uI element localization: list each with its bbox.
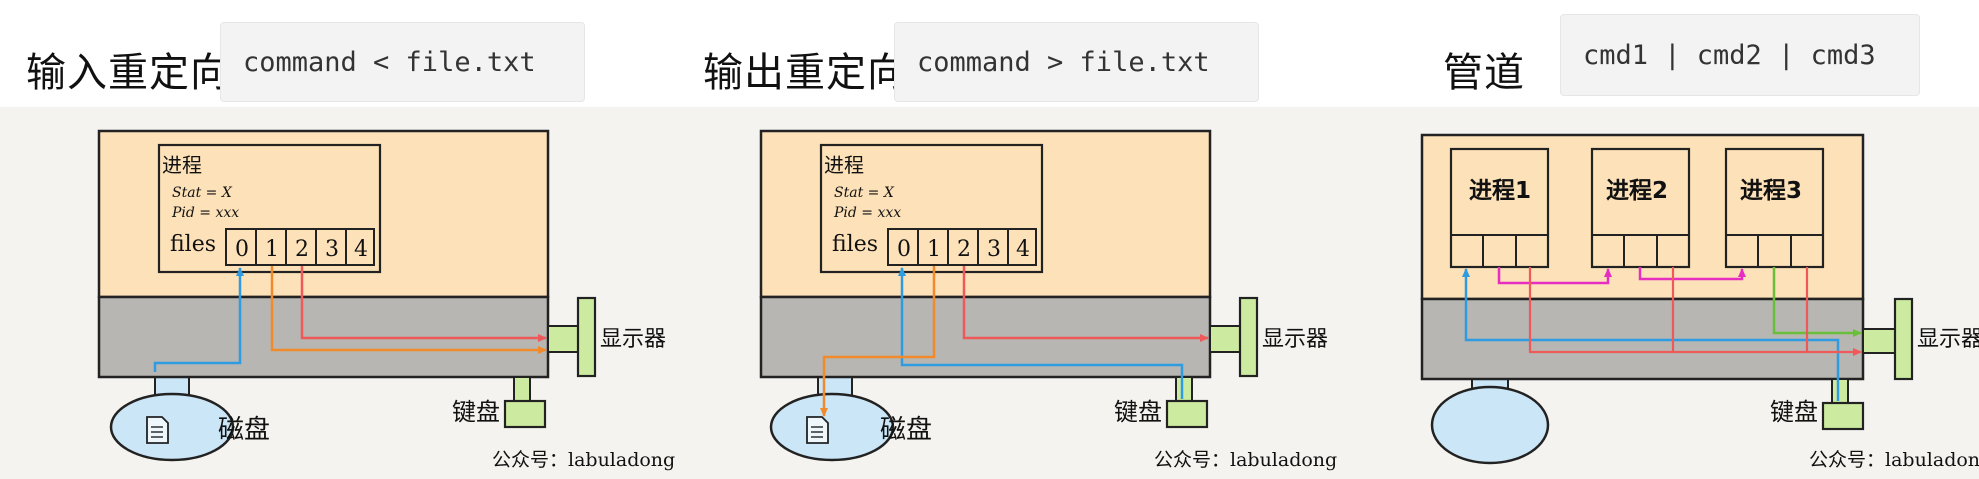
monitor-label: 显示器 bbox=[600, 327, 666, 352]
disk bbox=[109, 392, 235, 462]
keyboard-label: 键盘 bbox=[1770, 398, 1818, 426]
disk bbox=[769, 392, 895, 462]
fd-table: 0 1 2 3 4 bbox=[225, 228, 375, 266]
panel2-diagram: 磁盘 进程 Stat = X Pid = xxx files 0 1 2 3 4… bbox=[759, 129, 1337, 471]
monitor-label: 显示器 bbox=[1917, 327, 1979, 352]
panel1-diagram: 磁盘 进程 Stat = X Pid = xxx files 0 1 2 3 4… bbox=[97, 129, 675, 471]
panel1-code: command < file.txt bbox=[243, 46, 536, 78]
fd-slot-2 bbox=[285, 228, 317, 266]
process3-stdout-arrow bbox=[1772, 267, 1862, 337]
fd-slot-4 bbox=[345, 228, 375, 266]
stderr-to-monitor-arrow bbox=[962, 266, 1209, 342]
credit: 公众号：labuladong bbox=[1154, 449, 1337, 471]
stdout-to-monitor-arrow bbox=[270, 266, 547, 354]
monitor bbox=[576, 296, 597, 378]
fd-slot-0 bbox=[225, 228, 257, 266]
panel1-title: 输入重定向 bbox=[26, 50, 231, 96]
panel3-code-box: cmd1 | cmd2 | cmd3 bbox=[1560, 14, 1920, 96]
panel1-code-box: command < file.txt bbox=[220, 22, 585, 102]
panel3-diagram: 进程1 进程2 进程3 显示器 键盘 bbox=[1420, 133, 1979, 471]
panel3-code: cmd1 | cmd2 | cmd3 bbox=[1583, 39, 1876, 71]
credit: 公众号：labuladong bbox=[1809, 449, 1979, 471]
pipe-2-to-3-arrow bbox=[1638, 267, 1746, 281]
process-1: 进程1 bbox=[1449, 147, 1550, 269]
process-state: Stat = X bbox=[834, 185, 895, 201]
stderr-to-monitor-arrow bbox=[1528, 267, 1862, 356]
keyboard-connector bbox=[1831, 378, 1849, 404]
monitor-label: 显示器 bbox=[1262, 327, 1328, 352]
process-2-box bbox=[1590, 147, 1691, 269]
disk-label: 磁盘 bbox=[880, 415, 932, 445]
process-state: Stat = X bbox=[172, 185, 233, 201]
stdin-from-keyboard-arrow bbox=[898, 267, 1184, 399]
keyboard bbox=[1821, 401, 1865, 431]
process-title: 进程 bbox=[162, 153, 202, 177]
disk-label: 磁盘 bbox=[218, 415, 270, 445]
panel3-title: 管道 bbox=[1443, 50, 1525, 96]
fd-2: 2 bbox=[295, 237, 309, 262]
monitor-connector bbox=[1862, 328, 1896, 354]
fd-3: 3 bbox=[987, 237, 1001, 262]
fd-slot-1 bbox=[917, 228, 949, 266]
monitor-connector bbox=[547, 325, 579, 353]
file-icon bbox=[806, 416, 829, 444]
keyboard-to-process1-arrow bbox=[1462, 268, 1840, 401]
files-label: files bbox=[170, 232, 216, 257]
fd-slot-4 bbox=[1007, 228, 1037, 266]
fd-2: 2 bbox=[957, 237, 971, 262]
files-label: files bbox=[832, 232, 878, 257]
monitor bbox=[1238, 296, 1259, 378]
keyboard-label: 键盘 bbox=[452, 398, 500, 426]
fd-slot-3 bbox=[315, 228, 347, 266]
fd-0: 0 bbox=[897, 237, 911, 262]
fd-3: 3 bbox=[325, 237, 339, 262]
stdin-from-file-arrow bbox=[153, 267, 244, 372]
process-2-label: 进程2 bbox=[1606, 178, 1668, 204]
stdout-to-file-arrow bbox=[820, 266, 936, 417]
fd-table: 0 1 2 3 4 bbox=[887, 228, 1037, 266]
fd-4: 4 bbox=[354, 237, 368, 262]
keyboard-connector bbox=[513, 376, 531, 402]
fd-slot-2 bbox=[947, 228, 979, 266]
process-title: 进程 bbox=[824, 153, 864, 177]
process-pid: Pid = xxx bbox=[833, 205, 901, 221]
process-pid: Pid = xxx bbox=[171, 205, 239, 221]
fd-0: 0 bbox=[235, 237, 249, 262]
keyboard bbox=[503, 399, 547, 429]
process-3-box bbox=[1724, 147, 1825, 269]
disk bbox=[1430, 385, 1550, 465]
process-3: 进程3 bbox=[1724, 147, 1825, 269]
panel2-code: command > file.txt bbox=[917, 46, 1210, 78]
keyboard-connector bbox=[1175, 376, 1193, 402]
panel2-code-box: command > file.txt bbox=[894, 22, 1259, 102]
process-1-box bbox=[1449, 147, 1550, 269]
credit: 公众号：labuladong bbox=[492, 449, 675, 471]
fd-1: 1 bbox=[927, 237, 941, 262]
pipe-1-to-2-arrow bbox=[1497, 267, 1612, 285]
monitor bbox=[1893, 297, 1914, 381]
monitor-connector bbox=[1209, 325, 1241, 353]
stderr-to-monitor-arrow bbox=[300, 266, 547, 342]
process-2: 进程2 bbox=[1590, 147, 1691, 269]
file-icon bbox=[146, 416, 169, 444]
keyboard bbox=[1165, 399, 1209, 429]
fd-4: 4 bbox=[1016, 237, 1030, 262]
fd-slot-1 bbox=[255, 228, 287, 266]
process-1-label: 进程1 bbox=[1469, 178, 1531, 204]
keyboard-label: 键盘 bbox=[1114, 398, 1162, 426]
fd-1: 1 bbox=[265, 237, 279, 262]
process-3-label: 进程3 bbox=[1740, 178, 1802, 204]
panel2-title: 输出重定向 bbox=[703, 50, 908, 96]
